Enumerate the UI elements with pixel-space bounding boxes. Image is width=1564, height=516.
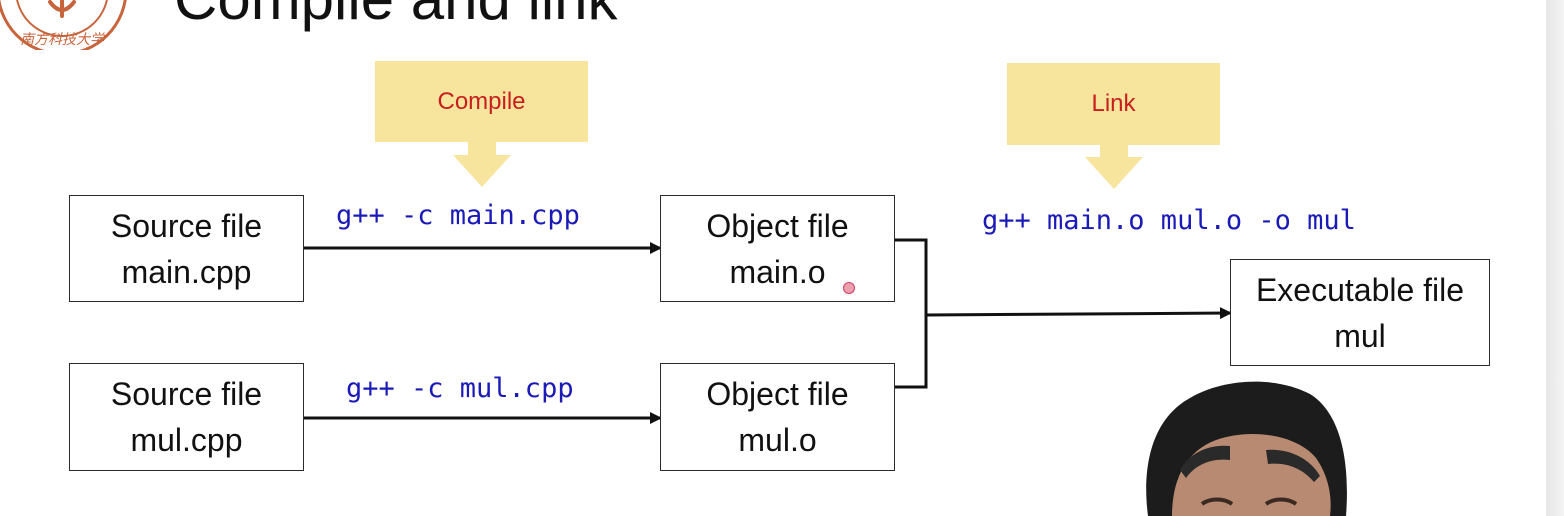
compile-mul-command: g++ -c mul.cpp xyxy=(346,373,574,404)
link-command: g++ main.o mul.o -o mul xyxy=(982,205,1356,236)
link-callout: Link xyxy=(1007,63,1220,189)
box-line: Object file xyxy=(706,207,849,244)
compile-callout: Compile xyxy=(375,61,588,187)
window-edge xyxy=(1546,0,1564,516)
compile-label: Compile xyxy=(437,87,526,115)
executable-file-box: Executable file mul xyxy=(1230,259,1490,366)
source-file-main-box: Source file main.cpp xyxy=(69,195,304,302)
compile-main-command: g++ -c main.cpp xyxy=(336,200,580,231)
slide-title: Compile and link xyxy=(174,0,618,33)
box-line: mul.cpp xyxy=(130,422,243,458)
link-bracket xyxy=(894,238,928,389)
box-line: Source file xyxy=(110,207,263,244)
box-line: Executable file xyxy=(1255,271,1465,308)
pointer-dot xyxy=(843,282,855,294)
arrow-link xyxy=(925,307,1232,320)
box-line: Source file xyxy=(110,376,263,412)
link-label: Link xyxy=(1091,90,1136,117)
object-file-mul-box: Object file mul.o xyxy=(660,363,895,471)
box-line: mul xyxy=(1334,317,1386,354)
source-file-mul-box: Source file mul.cpp xyxy=(69,363,304,471)
presenter-video xyxy=(1146,381,1347,516)
box-line: mul.o xyxy=(738,422,817,458)
logo-text: 南方科技大学 xyxy=(20,32,106,48)
university-logo: 南方科技大学 xyxy=(0,0,127,50)
box-line: main.cpp xyxy=(121,253,252,290)
box-line: main.o xyxy=(729,253,826,290)
box-line: Object file xyxy=(706,376,849,412)
object-file-main-box: Object file main.o xyxy=(660,195,895,302)
